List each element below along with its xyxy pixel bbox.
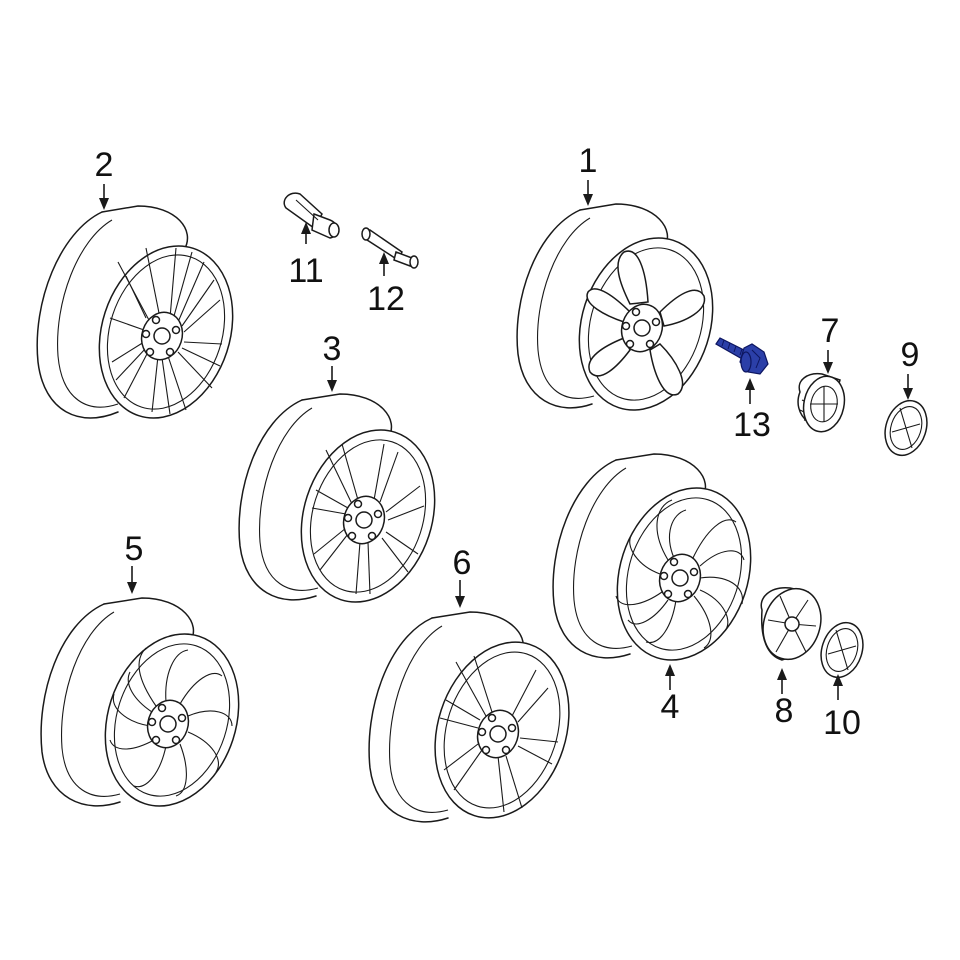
emblem-10[interactable] [814,617,869,683]
lug-bolt-13[interactable] [715,337,769,375]
center-cap-8[interactable] [754,581,830,667]
callout-1: 1 [579,142,598,180]
wheel-6[interactable] [368,611,591,835]
emblem-9[interactable] [878,395,933,461]
callout-5: 5 [125,530,144,568]
callout-9: 9 [901,336,920,374]
callout-8: 8 [775,692,794,730]
callout-7: 7 [821,312,840,350]
valve-stem-12[interactable] [361,227,419,269]
callout-3: 3 [323,330,342,368]
callout-12: 12 [367,280,405,318]
callout-2: 2 [95,146,114,184]
callout-13: 13 [733,406,771,444]
wheel-1[interactable] [516,203,734,427]
callout-10: 10 [823,704,861,742]
wheel-4[interactable] [552,453,772,677]
callout-6: 6 [453,544,472,582]
callout-labels: 1 2 3 4 5 6 7 8 9 10 11 12 13 [95,142,920,742]
callout-4: 4 [661,688,680,726]
valve-stem-11[interactable] [283,192,340,239]
callout-11: 11 [288,252,323,290]
callout-arrows [99,180,913,700]
center-cap-7[interactable] [797,372,849,435]
wheel-3[interactable] [238,393,456,619]
wheel-2[interactable] [36,205,254,435]
wheel-5[interactable] [40,597,260,823]
